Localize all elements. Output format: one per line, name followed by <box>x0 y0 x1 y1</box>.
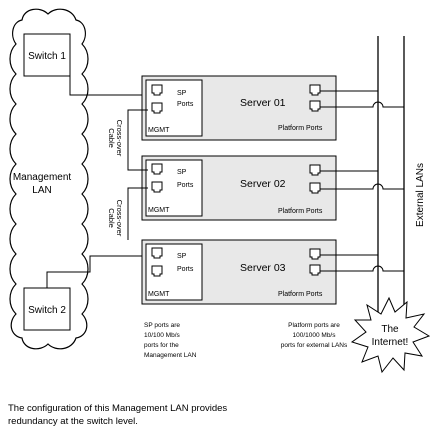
platform-port-cables <box>320 90 404 272</box>
management-lan-label-2: LAN <box>32 185 51 196</box>
ethernet-port-icon <box>151 102 163 114</box>
crossover-cable-2-label-2: Cable <box>107 208 116 228</box>
ethernet-port-icon <box>151 265 163 277</box>
crossover-cable-1-label-2: Cable <box>107 128 116 148</box>
switch-1-box <box>23 33 71 77</box>
server-03-name: Server 03 <box>240 262 286 274</box>
switch-2-label: Switch 2 <box>28 305 66 316</box>
server-02-mgmt-label: MGMT <box>148 207 170 214</box>
ethernet-port-icon <box>309 182 321 194</box>
platform-ports-note-line: 100/1000 Mb/s <box>292 332 336 339</box>
ethernet-port-icon <box>309 84 321 96</box>
switch-2-cable <box>46 255 148 288</box>
ethernet-ports <box>151 84 321 277</box>
internet-label-1: The <box>381 324 399 335</box>
platform-ports-note-line: ports for external LANs <box>280 342 348 349</box>
server-02-name: Server 02 <box>240 178 286 190</box>
server-02 <box>141 155 337 221</box>
ethernet-port-icon <box>309 248 321 260</box>
server-01-ports-label: Ports <box>177 101 194 108</box>
ethernet-port-icon <box>309 164 321 176</box>
management-lan-cloud <box>9 8 89 350</box>
ethernet-port-icon <box>151 163 163 175</box>
sp-ports-note-line: Management LAN <box>144 352 197 359</box>
external-lans-label: External LANs <box>415 163 426 227</box>
ethernet-port-icon <box>309 100 321 112</box>
server-01-name: Server 01 <box>240 97 286 109</box>
management-lan-label-1: Management <box>13 172 72 183</box>
server-01-platform-label: Platform Ports <box>278 125 323 132</box>
ethernet-port-icon <box>151 84 163 96</box>
server-02-ports-label: Ports <box>177 182 194 189</box>
caption-line: The configuration of this Management LAN… <box>8 403 228 414</box>
sp-ports-note: SP ports are 10/100 Mb/s ports for the M… <box>144 321 196 361</box>
crossover-cable-2-label-1: Cross-over <box>115 200 124 237</box>
server-01 <box>141 75 337 141</box>
platform-ports-note-line: Platform ports are <box>288 322 340 329</box>
switch-2-box <box>23 287 71 331</box>
caption-line: redundancy at the switch level. <box>8 416 138 427</box>
server-02-platform-label: Platform Ports <box>278 208 323 215</box>
crossover-cable-1-label-1: Cross-over <box>115 120 124 157</box>
figure-caption: The configuration of this Management LAN… <box>8 402 428 428</box>
internet-label-2: Internet! <box>372 337 409 348</box>
server-03-mgmt-label: MGMT <box>148 291 170 298</box>
sp-ports-note-line: SP ports are <box>144 322 181 329</box>
crossover-cable-2 <box>127 187 148 240</box>
ethernet-port-icon <box>151 181 163 193</box>
ethernet-port-icon <box>309 264 321 276</box>
switch-1-cable <box>69 92 148 96</box>
server-01-mgmt-label: MGMT <box>148 127 170 134</box>
ethernet-port-icon <box>151 247 163 259</box>
server-03-platform-label: Platform Ports <box>278 291 323 298</box>
crossover-cable-1 <box>127 109 148 171</box>
server-03-ports-label: Ports <box>177 266 194 273</box>
internet-burst <box>350 296 431 374</box>
switch-1-label: Switch 1 <box>28 51 66 62</box>
server-01-sp-label: SP <box>177 90 187 97</box>
sp-ports-note-line: ports for the <box>144 342 179 349</box>
server-03-sp-label: SP <box>177 253 187 260</box>
server-02-sp-label: SP <box>177 169 187 176</box>
platform-ports-note: Platform ports are 100/1000 Mb/s ports f… <box>264 321 364 351</box>
sp-ports-note-line: 10/100 Mb/s <box>144 332 180 339</box>
